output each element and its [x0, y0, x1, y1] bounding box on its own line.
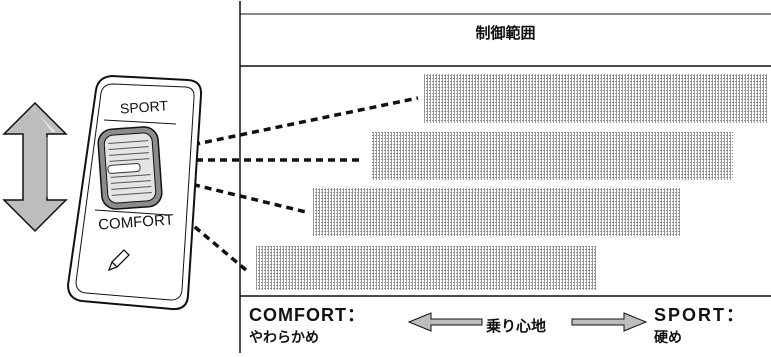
- up-down-arrow-icon: [2, 101, 68, 233]
- pen-icon: [107, 249, 130, 272]
- range-bar-mid-sport: [371, 132, 733, 180]
- range-bar-mid-comfort: [313, 188, 680, 236]
- switch-dial[interactable]: [97, 126, 163, 210]
- range-bar-sport: [424, 74, 768, 123]
- scale-left-label-jp: やわらかめ: [249, 330, 319, 346]
- leader-line-sport: [157, 96, 419, 154]
- range-bar-comfort: [256, 246, 596, 290]
- scale-middle-label: 乗り心地: [486, 317, 547, 335]
- scale-right-label-jp: 硬め: [654, 330, 682, 346]
- scale-right-label-en: SPORT：: [654, 305, 747, 325]
- scale-left-label-en: COMFORT：: [249, 305, 366, 325]
- header-title: 制御範囲: [475, 24, 536, 42]
- right-arrow-icon: [571, 312, 648, 332]
- left-arrow-icon: [407, 312, 483, 332]
- control-range-table: [239, 1, 771, 353]
